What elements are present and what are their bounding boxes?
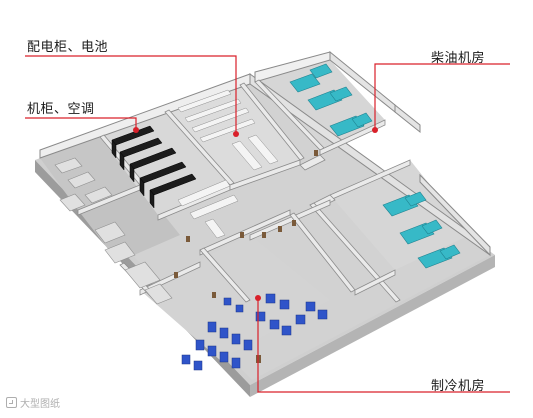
- label-distribution-battery: 配电柜、电池: [27, 40, 109, 55]
- label-diesel-room: 柴油机房: [431, 51, 486, 66]
- chiller-units: [181, 293, 328, 371]
- leader-racks-dot: [133, 127, 139, 133]
- leader-chiller-dot: [255, 295, 261, 301]
- leader-racks-line: [25, 117, 137, 130]
- leader-diesel-dot: [372, 127, 378, 133]
- leader-diesel-line: [374, 63, 510, 130]
- leader-chiller-line: [257, 298, 510, 393]
- label-chiller-room: 制冷机房: [431, 379, 486, 394]
- label-rack-ac: 机柜、空调: [27, 102, 95, 117]
- leader-distribution-dot: [233, 131, 239, 137]
- watermark: 大型图纸: [6, 395, 60, 410]
- server-racks: [111, 125, 197, 209]
- exterior-walls: [39, 50, 491, 257]
- floor-surface: [40, 60, 490, 380]
- diesel-generators: [289, 63, 461, 269]
- interior-walls: [77, 79, 411, 303]
- watermark-logo-icon: [6, 397, 17, 408]
- leader-distribution-line: [25, 55, 237, 134]
- distribution-cabinets: [177, 89, 279, 239]
- leader-lines: [25, 55, 510, 393]
- watermark-text: 大型图纸: [20, 399, 60, 410]
- annex-fixtures: [54, 157, 173, 305]
